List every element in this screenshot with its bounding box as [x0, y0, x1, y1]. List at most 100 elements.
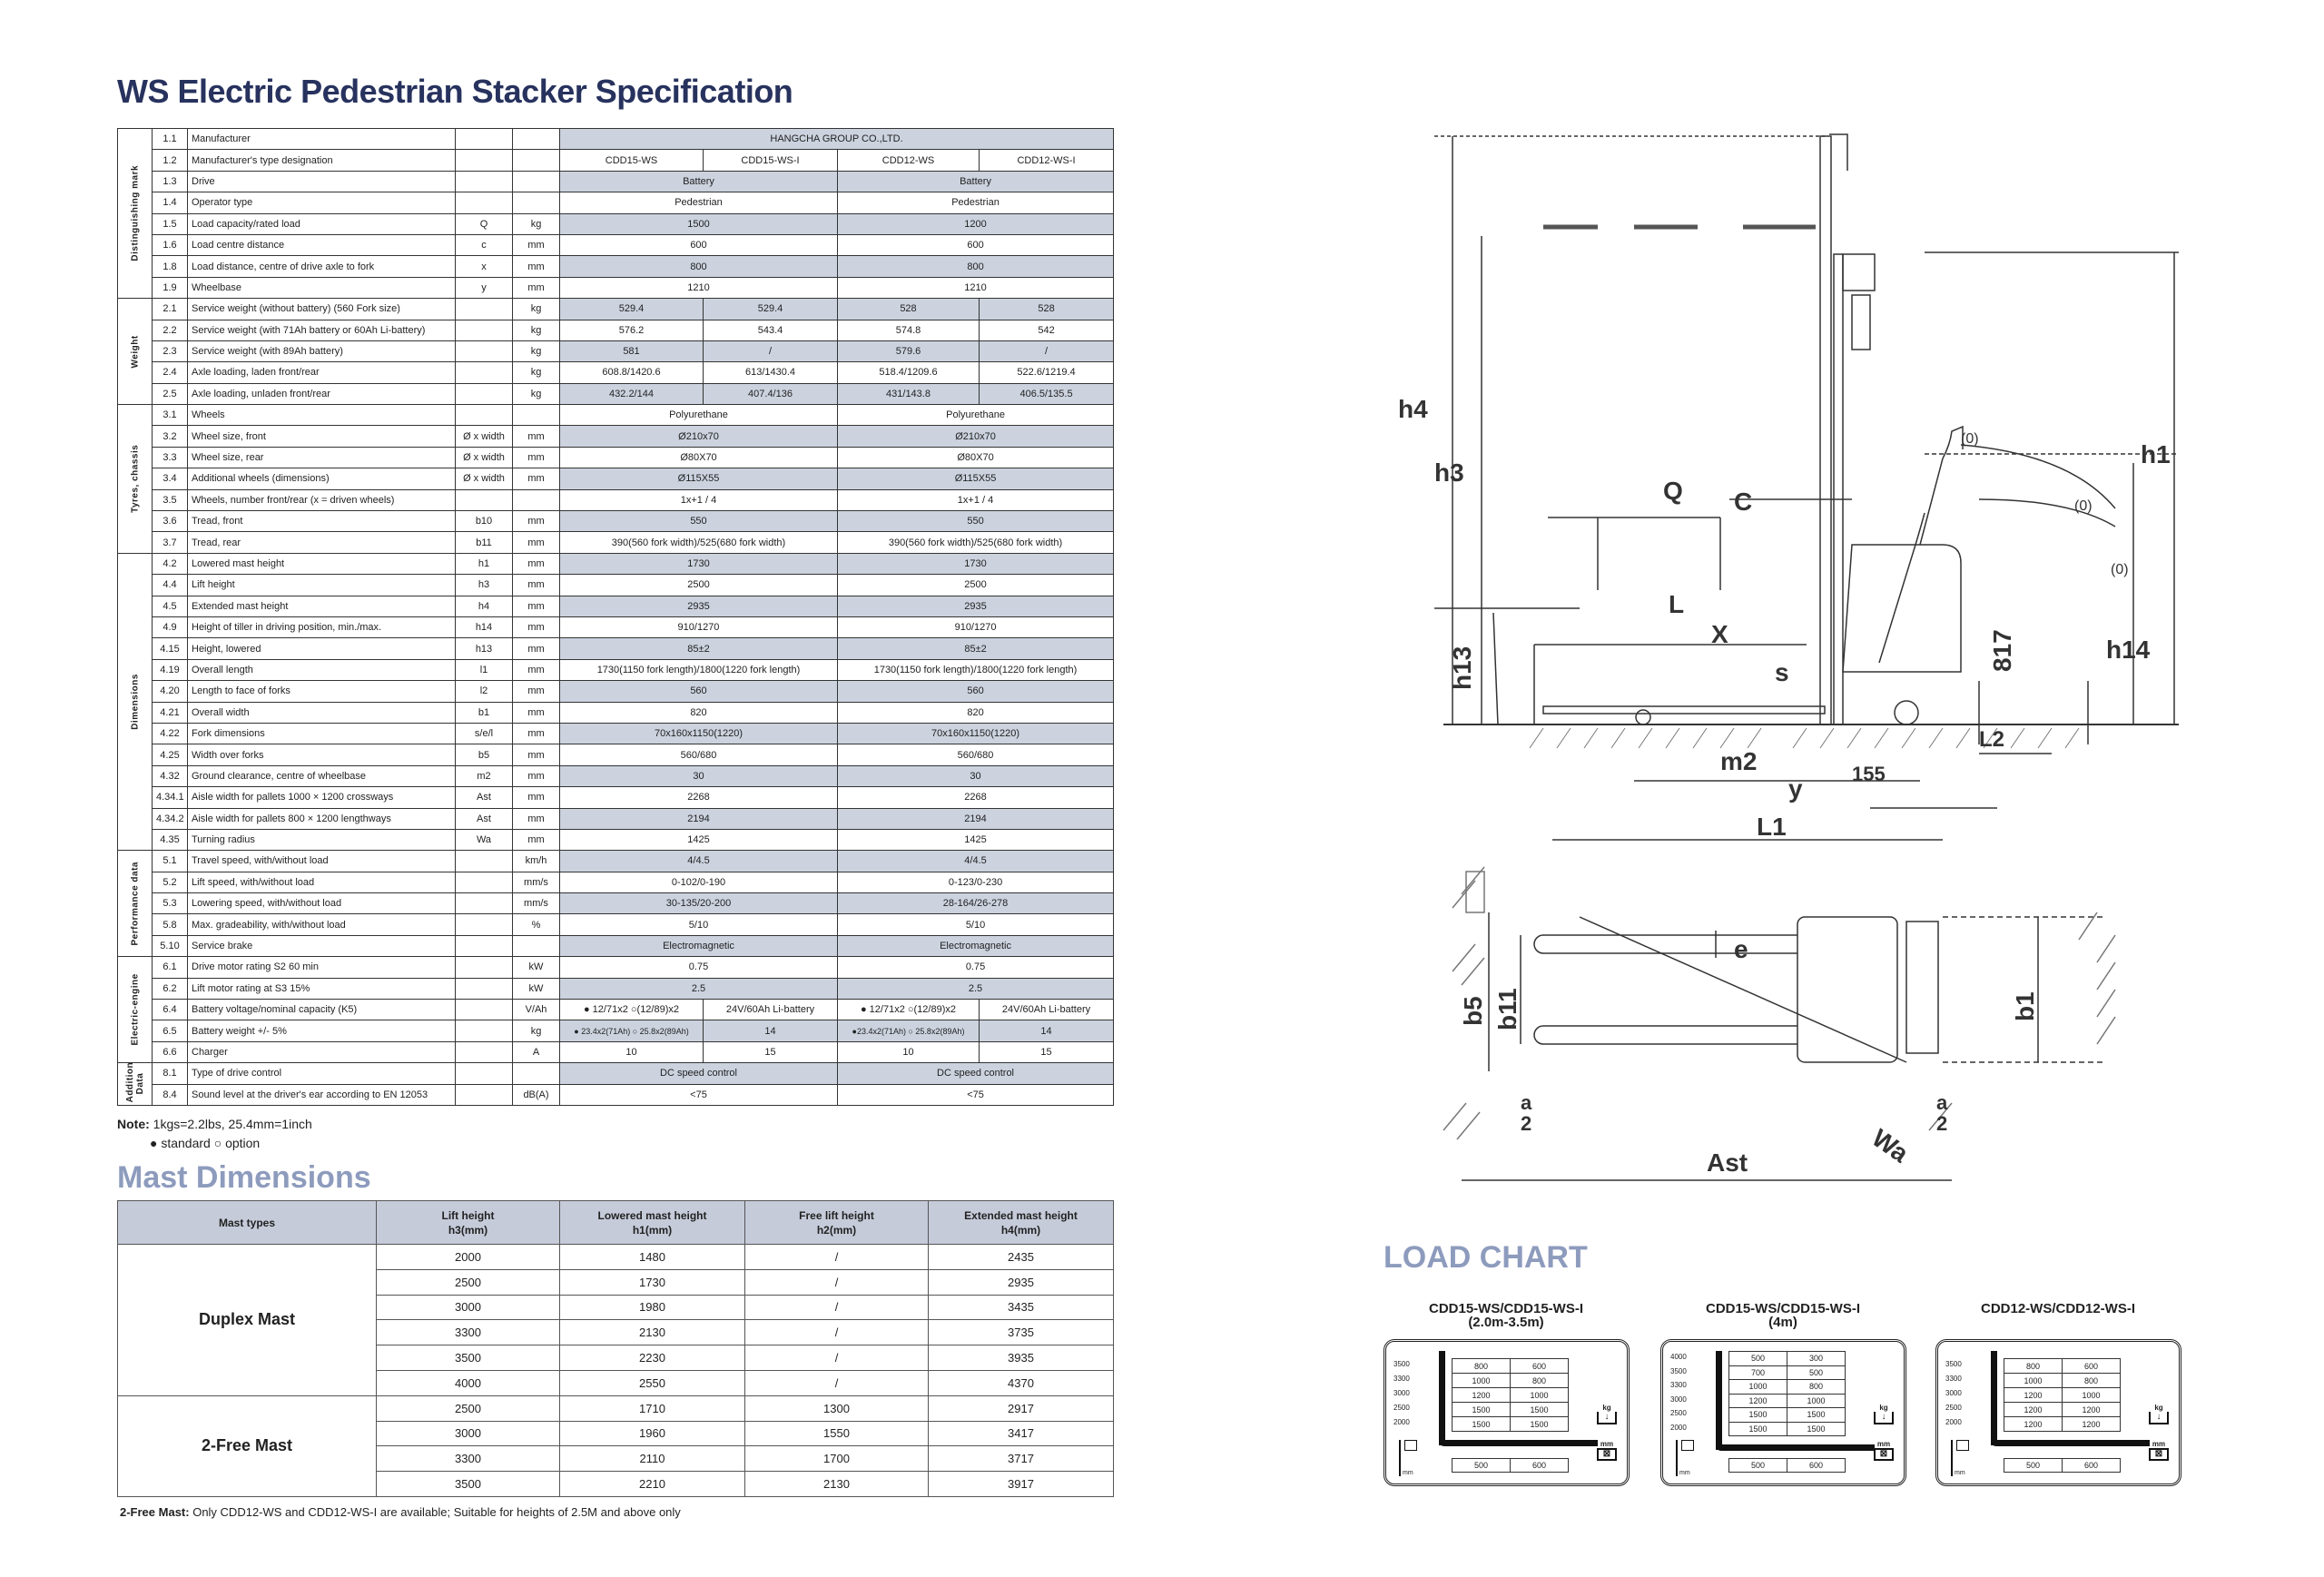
row-unit: [512, 934, 560, 958]
weight-icon: kg↓: [1597, 1404, 1617, 1424]
row-symbol: l2: [455, 680, 513, 703]
mast-cell: /: [744, 1319, 929, 1346]
row-value: 30: [559, 764, 838, 788]
group-label: Addition Data: [117, 1062, 153, 1106]
load-value: 1500: [1787, 1407, 1846, 1423]
mast-type: 2-Free Mast: [117, 1395, 377, 1497]
fork-mast-shape: [1991, 1351, 1997, 1445]
row-unit: mm: [512, 616, 560, 639]
load-value: 1500: [1510, 1416, 1569, 1432]
row-number: 1.8: [152, 255, 188, 278]
row-value: CDD12-WS-I: [978, 149, 1115, 172]
mast-cell: /: [744, 1268, 929, 1296]
mast-cell: 3500: [376, 1345, 560, 1371]
dimension-icon: mm⊠: [1874, 1440, 1894, 1461]
row-symbol: [455, 298, 513, 320]
load-value: 800: [1452, 1358, 1511, 1374]
row-value: Ø210x70: [559, 425, 838, 448]
row-value: 820: [559, 701, 838, 724]
mast-cell: 1960: [559, 1420, 745, 1447]
height-label: 2000: [1393, 1418, 1410, 1426]
mast-cell: 2230: [559, 1345, 745, 1371]
row-number: 4.35: [152, 828, 188, 852]
header-line: Lowered mast height: [597, 1208, 707, 1222]
box-cross-icon: ⊠: [1874, 1448, 1894, 1461]
row-value: 560/680: [836, 744, 1115, 766]
arrow-down-icon: ↓: [1597, 1412, 1617, 1424]
row-symbol: c: [455, 233, 513, 257]
row-unit: kg: [512, 1020, 560, 1042]
row-name: Additional wheels (dimensions): [187, 468, 456, 490]
arrow-down-icon: ↓: [2149, 1412, 2169, 1424]
row-value: 800: [836, 255, 1115, 278]
row-value: 2268: [559, 786, 838, 809]
lift-height-icon: mm: [1676, 1440, 1703, 1476]
load-value: 800: [2004, 1358, 2063, 1374]
row-unit: mm: [512, 255, 560, 278]
mast-cell: /: [744, 1345, 929, 1371]
mast-cell: 1700: [744, 1445, 929, 1473]
load-value: 1500: [1787, 1421, 1846, 1436]
row-unit: mm: [512, 828, 560, 852]
row-unit: %: [512, 913, 560, 936]
row-name: Lowered mast height: [187, 552, 456, 576]
load-value: 1200: [2004, 1402, 2063, 1417]
row-value: 407.4/136: [703, 382, 838, 406]
height-label: 3300: [1670, 1381, 1687, 1389]
row-unit: A: [512, 1040, 560, 1064]
row-number: 6.6: [152, 1040, 188, 1064]
row-unit: [512, 192, 560, 214]
mast-cell: 2210: [559, 1471, 745, 1497]
label-y: y: [1788, 774, 1803, 803]
row-symbol: [455, 892, 513, 915]
header-line: Lift height: [441, 1208, 495, 1222]
fork-mast-shape: [1439, 1351, 1445, 1445]
load-value: 1200: [2062, 1402, 2121, 1417]
label-817: 817: [1988, 629, 2016, 672]
row-name: Service weight (with 89Ah battery): [187, 340, 456, 363]
row-number: 4.25: [152, 744, 188, 766]
row-symbol: [455, 127, 513, 151]
label-e: e: [1734, 935, 1748, 963]
group-label: Electric-engine: [117, 956, 153, 1064]
height-label: 2500: [1393, 1404, 1410, 1412]
row-value: 0-102/0-190: [559, 871, 838, 894]
row-symbol: [455, 999, 513, 1021]
row-symbol: Ø x width: [455, 425, 513, 448]
row-name: Ground clearance, centre of wheelbase: [187, 764, 456, 788]
chart-model: CDD15-WS/CDD15-WS-I: [1428, 1301, 1583, 1316]
row-name: Travel speed, with/without load: [187, 850, 456, 872]
row-value: 2194: [559, 807, 838, 830]
row-value: 10: [837, 1040, 980, 1064]
row-unit: mm/s: [512, 871, 560, 894]
load-centre: 500: [1452, 1458, 1511, 1473]
row-value: 613/1430.4: [703, 361, 838, 384]
row-value: 2935: [559, 595, 838, 617]
load-value: 1000: [2004, 1373, 2063, 1388]
row-symbol: [455, 1020, 513, 1042]
row-value: /: [978, 340, 1115, 363]
row-symbol: b10: [455, 510, 513, 533]
mast-cell: 3300: [376, 1445, 560, 1473]
mast-cell: 4000: [376, 1369, 560, 1396]
load-value: 1000: [1787, 1393, 1846, 1408]
lift-height-icon: mm: [1399, 1440, 1426, 1476]
fork-shape: [1716, 1444, 1875, 1451]
row-name: Wheels, number front/rear (x = driven wh…: [187, 488, 456, 512]
row-value: 529.4: [559, 298, 704, 320]
row-symbol: [455, 1040, 513, 1064]
row-value: 1730(1150 fork length)/1800(1220 fork le…: [836, 658, 1115, 682]
row-unit: mm: [512, 722, 560, 745]
mast-cell: 3435: [928, 1294, 1114, 1321]
row-value: 560/680: [559, 744, 838, 766]
row-number: 1.1: [152, 127, 188, 151]
